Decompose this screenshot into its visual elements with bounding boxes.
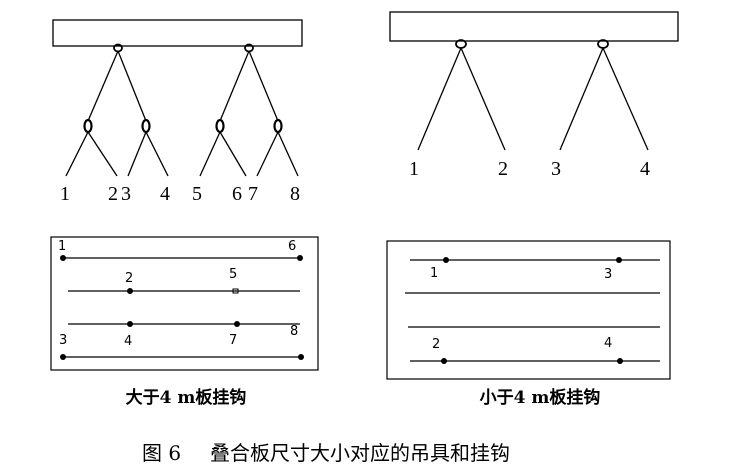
left-plan [50, 236, 319, 371]
right-rigging [389, 11, 679, 151]
right-plan-labels: 1 2 3 4 [430, 266, 612, 352]
left-point-6 [297, 255, 303, 261]
left-plan-label-8: 8 [290, 324, 298, 339]
left-rigging [52, 19, 303, 177]
left-shackle-1 [83, 118, 93, 134]
right-rigging-labels: 1 2 3 4 [409, 158, 650, 180]
left-plan-label-3: 3 [59, 333, 67, 348]
left-plan-label-4: 4 [124, 334, 132, 349]
left-rig-label-7: 7 [248, 183, 258, 205]
left-rig-label-5: 5 [192, 183, 202, 205]
right-point-3 [616, 257, 622, 263]
left-rig-label-8: 8 [290, 183, 300, 205]
left-plan-label-6: 6 [288, 239, 296, 254]
left-plan-frame [50, 236, 319, 371]
left-rig-label-6: 6 [232, 183, 242, 205]
left-shackle-2 [141, 118, 151, 134]
left-rig-label-4: 4 [160, 183, 170, 205]
left-point-4 [127, 321, 133, 327]
figure-number: 图 6 [142, 441, 181, 465]
right-spreader-beam [389, 11, 679, 42]
right-plan-points [441, 257, 623, 364]
right-rig-label-3: 3 [551, 158, 561, 180]
right-plan-label-3: 3 [604, 267, 612, 282]
right-plan [386, 240, 671, 380]
left-shackle-4 [273, 118, 283, 134]
left-rig-label-1: 1 [60, 183, 70, 205]
left-plan-label-1: 1 [58, 239, 66, 254]
left-point-2 [127, 288, 133, 294]
right-plan-label-1: 1 [430, 266, 438, 281]
right-plan-label-4: 4 [604, 336, 612, 351]
right-panel-caption: 小于4 m板挂钩 [480, 387, 601, 408]
left-rig-label-3: 3 [121, 183, 131, 205]
right-plan-label-2: 2 [432, 337, 440, 352]
left-point-5 [232, 288, 239, 294]
left-plan-points [60, 255, 304, 360]
right-rig-label-2: 2 [498, 158, 508, 180]
right-point-2 [441, 358, 447, 364]
right-rig-label-4: 4 [640, 158, 650, 180]
left-rig-label-2: 2 [108, 183, 118, 205]
figure-title: 叠合板尺寸大小对应的吊具和挂钩 [210, 441, 510, 465]
left-point-1 [60, 255, 66, 261]
right-rig-label-1: 1 [409, 158, 419, 180]
left-plan-label-2: 2 [125, 271, 133, 286]
right-point-1 [443, 257, 449, 263]
right-plan-frame [386, 240, 671, 380]
left-rigging-labels: 1 2 3 4 5 6 7 8 [60, 183, 300, 205]
left-point-3 [60, 354, 66, 360]
left-plan-label-7: 7 [229, 333, 237, 348]
left-point-8 [298, 354, 304, 360]
left-panel-caption: 大于4 m板挂钩 [126, 387, 247, 408]
left-spreader-beam [52, 19, 303, 47]
left-shackle-3 [215, 118, 225, 134]
right-point-4 [617, 358, 623, 364]
left-plan-label-5: 5 [229, 267, 237, 282]
left-plan-labels: 1 2 3 4 5 6 7 8 [58, 239, 298, 349]
left-point-7 [234, 321, 240, 327]
